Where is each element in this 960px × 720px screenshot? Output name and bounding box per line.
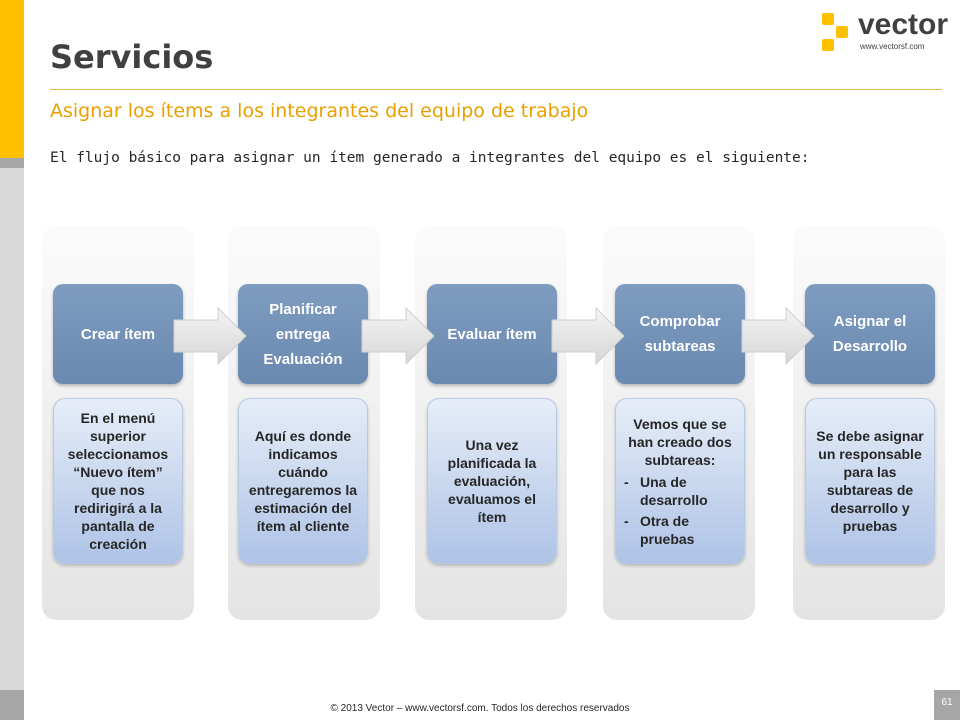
logo-wordmark: vector xyxy=(858,8,949,41)
list-bullet: - xyxy=(624,473,629,490)
flow-arrow-icon xyxy=(741,307,815,365)
left-gray-bar xyxy=(0,168,24,693)
flow-step-planificar: Planificar entrega Evaluación xyxy=(238,284,368,384)
flow-step-crear-item: Crear ítem xyxy=(53,284,183,384)
left-accent-bar xyxy=(0,0,24,158)
list-item-text: Otra de pruebas xyxy=(640,512,695,547)
flow-step-asignar: Asignar el Desarrollo xyxy=(805,284,935,384)
title-divider xyxy=(50,89,942,90)
page-number: 61 xyxy=(934,690,960,720)
intro-text: El flujo básico para asignar un ítem gen… xyxy=(50,150,810,166)
subtask-list-lead: Vemos que se han creado dos subtareas: xyxy=(628,415,732,468)
list-item: - Otra de pruebas xyxy=(624,512,736,548)
page-title: Servicios xyxy=(50,38,214,76)
flow-desc-evaluar: Una vez planificada la evaluación, evalu… xyxy=(427,398,557,564)
footer-copyright: © 2013 Vector – www.vectorsf.com. Todos … xyxy=(330,703,630,714)
flow-desc-comprobar: Vemos que se han creado dos subtareas: -… xyxy=(615,398,745,564)
flow-desc-asignar: Se debe asignar un responsable para las … xyxy=(805,398,935,564)
vector-logo: vector www.vectorsf.com xyxy=(820,8,950,56)
flow-arrow-icon xyxy=(551,307,625,365)
subtask-list: Vemos que se han creado dos subtareas: -… xyxy=(624,415,736,548)
left-accent-divider xyxy=(0,158,24,168)
flow-step-comprobar: Comprobar subtareas xyxy=(615,284,745,384)
flow-desc-crear-item: En el menú superior seleccionamos “Nuevo… xyxy=(53,398,183,564)
section-subtitle: Asignar los ítems a los integrantes del … xyxy=(50,100,589,122)
flow-arrow-icon xyxy=(173,307,247,365)
flow-step-evaluar: Evaluar ítem xyxy=(427,284,557,384)
flow-desc-planificar: Aquí es donde indicamos cuándo entregare… xyxy=(238,398,368,564)
logo-url: www.vectorsf.com xyxy=(860,42,925,51)
list-item: - Una de desarrollo xyxy=(624,473,736,509)
list-bullet: - xyxy=(624,512,629,529)
left-gray-bar-bottom xyxy=(0,690,24,720)
vector-logo-mark-icon xyxy=(822,13,848,51)
list-item-text: Una de desarrollo xyxy=(640,473,708,508)
flow-arrow-icon xyxy=(361,307,435,365)
